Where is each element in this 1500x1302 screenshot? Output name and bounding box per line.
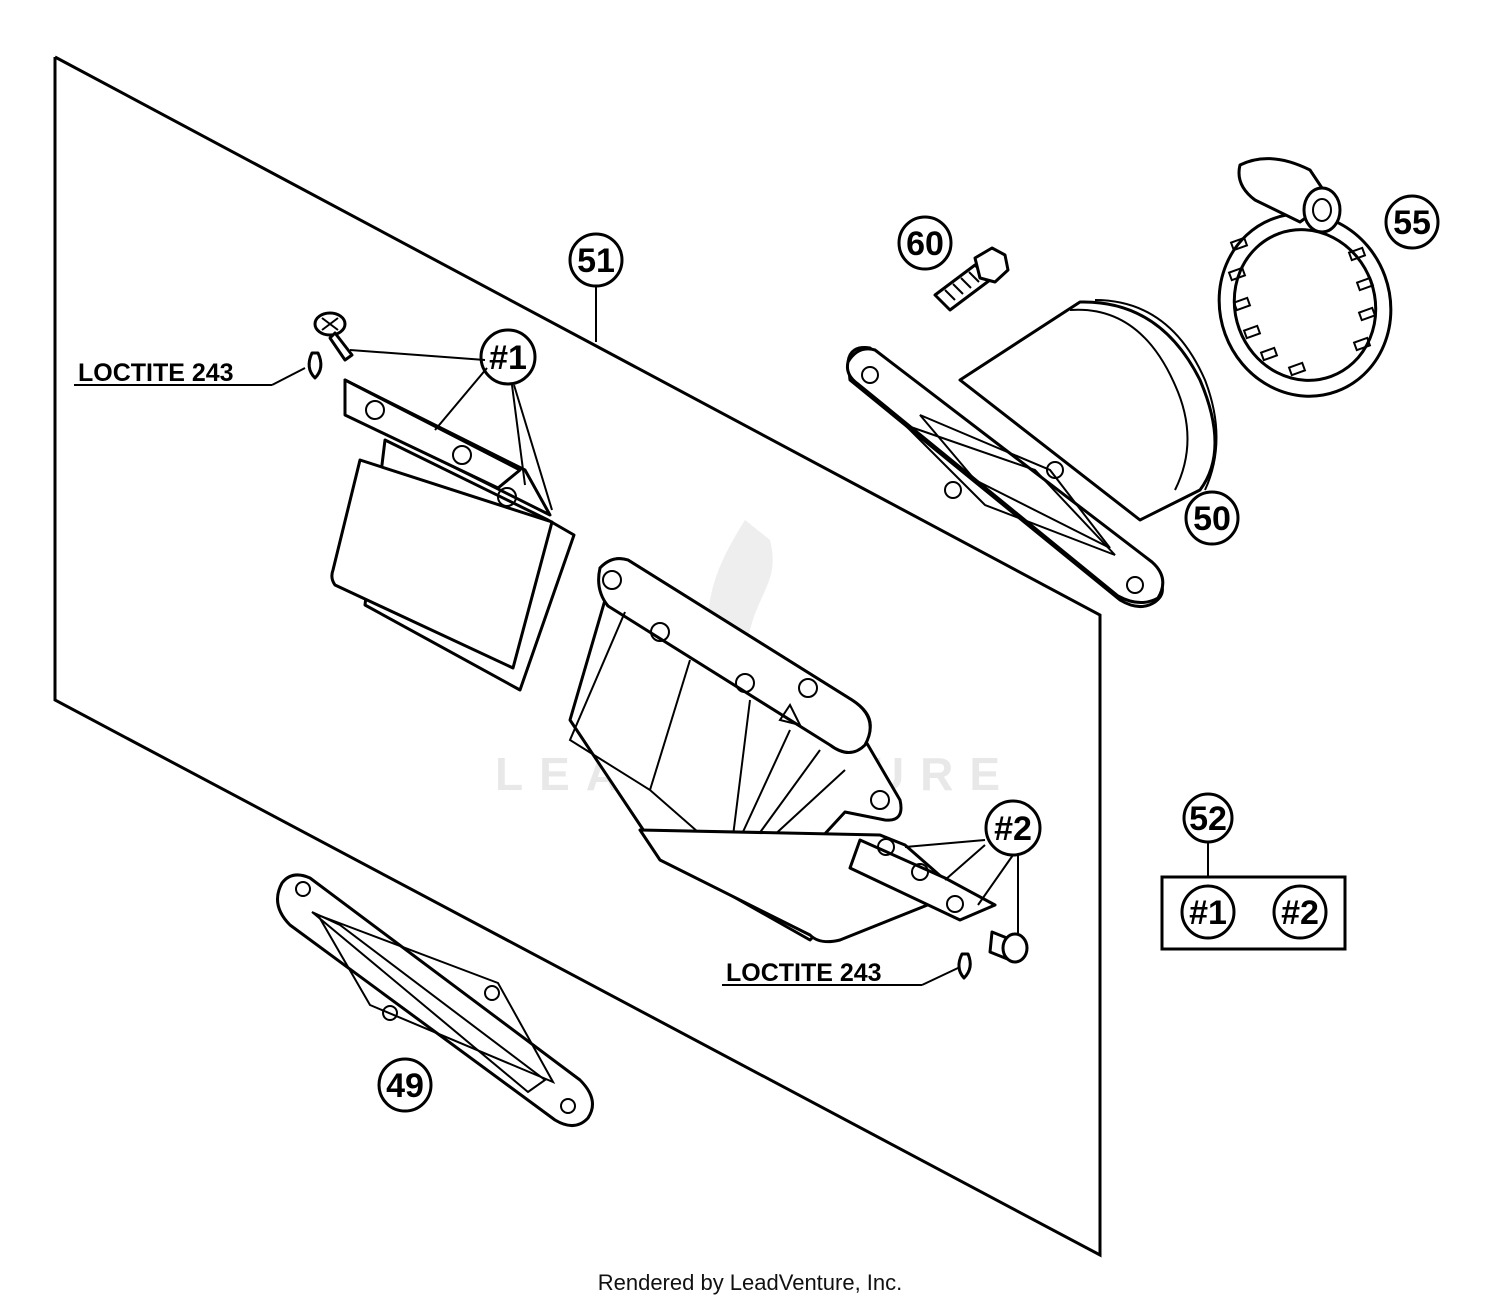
kit-box-52 [1160,875,1347,951]
svg-text:#1: #1 [489,339,527,377]
svg-text:55: 55 [1393,204,1431,242]
kit-callout-hash-2: #2 [1272,884,1328,940]
footer-credit: Rendered by LeadVenture, Inc. [598,1270,903,1295]
leader-lines [74,285,1209,986]
callout-hash-1: #1 [479,328,537,386]
svg-text:51: 51 [577,242,615,280]
callout-50: 50 [1184,490,1240,546]
kit-callout-hash-1: #1 [1180,884,1236,940]
loctite-drop-bottom [957,952,972,980]
callout-hash-2: #2 [984,799,1042,857]
callout-55: 55 [1384,194,1440,250]
svg-text:60: 60 [906,225,944,263]
loctite-note-bottom: LOCTITE 243 [726,959,882,987]
callout-60: 60 [897,215,953,271]
svg-text:#1: #1 [1189,894,1227,932]
bolt-60 [933,246,1010,312]
reed-petal-1 [330,378,576,692]
callout-52: 52 [1182,792,1234,844]
callout-51: 51 [568,232,624,288]
hose-clamp-55 [1217,157,1393,398]
callout-49: 49 [377,1057,433,1113]
intake-manifold-50 [846,299,1218,608]
svg-text:52: 52 [1189,800,1227,838]
svg-text:#2: #2 [994,810,1032,848]
svg-text:49: 49 [386,1067,424,1105]
gasket-49 [276,873,594,1127]
svg-text:50: 50 [1193,500,1231,538]
screw-top [313,311,354,362]
screw-bottom [988,930,1029,964]
loctite-note-top: LOCTITE 243 [78,359,234,387]
assembly-panel-outline [53,55,1102,1258]
loctite-drop-top [307,351,323,380]
svg-text:#2: #2 [1281,894,1319,932]
reed-petal-2 [638,828,997,944]
